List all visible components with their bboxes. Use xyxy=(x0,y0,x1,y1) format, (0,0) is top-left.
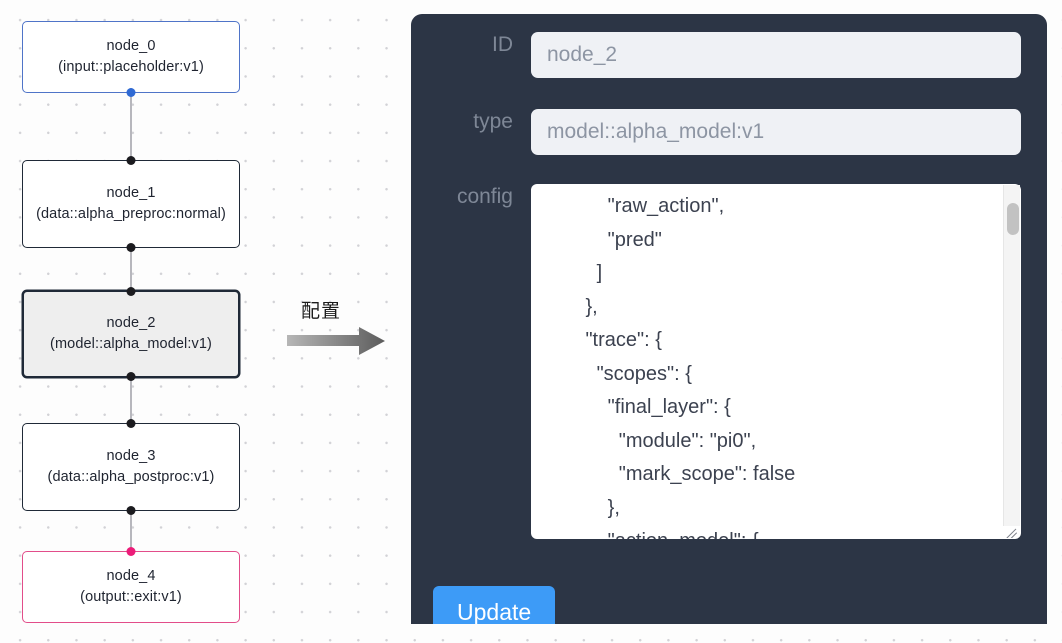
edge-node1-node2 xyxy=(130,245,132,292)
node-config-panel: ID type config Update xyxy=(411,14,1047,624)
node_0-source-handle[interactable] xyxy=(126,88,136,97)
node_1-target-handle[interactable] xyxy=(126,156,136,165)
flow-node-node_4[interactable]: node_4(output::exit:v1) xyxy=(22,547,240,623)
update-button[interactable]: Update xyxy=(433,586,556,624)
flow-node-node_2-label: node_2(model::alpha_model:v1) xyxy=(50,315,212,352)
field-row-type: type xyxy=(421,109,1021,155)
flow-node-node_3-label: node_3(data::alpha_postproc:v1) xyxy=(47,448,215,485)
config-scrollbar-thumb[interactable] xyxy=(1007,203,1019,235)
node_1-source-handle[interactable] xyxy=(126,243,136,252)
field-row-id: ID xyxy=(421,32,1021,78)
flow-node-node_2[interactable]: node_2(model::alpha_model:v1) xyxy=(22,287,240,381)
node_3-target-handle[interactable] xyxy=(126,419,136,428)
edge-node0-node1 xyxy=(130,88,132,160)
flow-node-node_3[interactable]: node_3(data::alpha_postproc:v1) xyxy=(22,419,240,515)
id-field-label: ID xyxy=(492,33,513,56)
config-scrollbar[interactable] xyxy=(1003,185,1020,526)
arrow-right-icon xyxy=(287,327,385,355)
flow-node-node_0[interactable]: node_0(input::placeholder:v1) xyxy=(22,21,240,97)
flow-node-node_1[interactable]: node_1(data::alpha_preproc:normal) xyxy=(22,156,240,252)
id-input[interactable] xyxy=(531,32,1021,78)
configure-annotation-label: 配置 xyxy=(301,300,342,322)
node_2-target-handle[interactable] xyxy=(126,287,136,296)
node_2-source-handle[interactable] xyxy=(126,372,136,381)
config-textarea-wrapper xyxy=(531,184,1021,539)
type-field-label: type xyxy=(473,110,513,133)
flow-node-node_0-label: node_0(input::placeholder:v1) xyxy=(58,38,204,75)
flow-node-node_1-label: node_1(data::alpha_preproc:normal) xyxy=(36,185,226,222)
type-input[interactable] xyxy=(531,109,1021,155)
node_3-source-handle[interactable] xyxy=(126,506,136,515)
config-textarea[interactable] xyxy=(531,184,1021,539)
resize-grip-icon[interactable] xyxy=(1003,522,1019,538)
config-field-label: config xyxy=(456,185,513,208)
field-row-config: config xyxy=(421,184,1021,539)
edge-node3-node4 xyxy=(130,512,132,550)
configure-annotation: 配置 xyxy=(287,296,397,362)
node_4-target-handle[interactable] xyxy=(126,547,136,556)
edge-node2-node3 xyxy=(130,375,132,422)
flow-node-node_4-label: node_4(output::exit:v1) xyxy=(80,568,182,605)
